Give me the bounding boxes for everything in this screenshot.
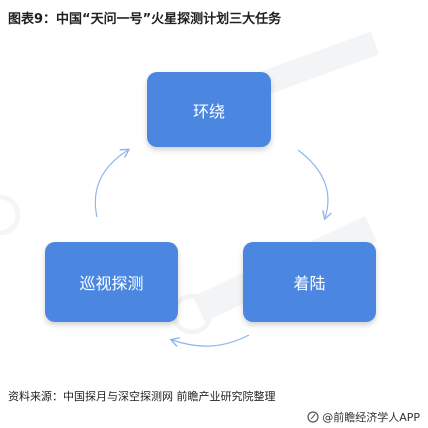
node-landing: 着陆	[243, 242, 376, 322]
node-patrol-label: 巡视探测	[79, 274, 144, 293]
node-orbit: 环绕	[147, 72, 271, 147]
arrow-patrol-to-orbit	[94, 150, 128, 218]
arrow-landing-to-patrol	[172, 334, 250, 346]
arrow-orbit-to-landing	[297, 149, 328, 218]
diagram-title: 图表9：中国“天问一号”火星探测计划三大任务	[8, 12, 282, 27]
brand-footer: @前瞻经济学人APP	[307, 409, 420, 425]
node-landing-label: 着陆	[293, 274, 326, 293]
node-orbit-label: 环绕	[192, 101, 225, 121]
source-note: 资料来源：中国探月与深空探测网 前瞻产业研究院整理	[8, 390, 276, 403]
brand-label: @前瞻经济学人APP	[322, 411, 420, 424]
brand-logo-icon	[307, 411, 319, 423]
node-patrol: 巡视探测	[45, 242, 178, 322]
